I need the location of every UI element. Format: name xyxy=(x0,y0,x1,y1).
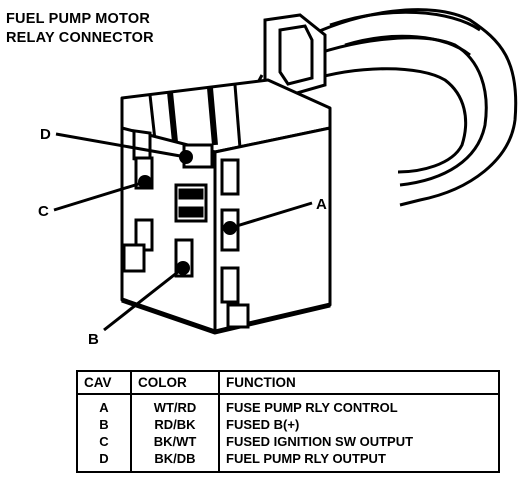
header-function: FUNCTION xyxy=(219,371,499,395)
table-row: D BK/DB FUEL PUMP RLY OUTPUT xyxy=(77,450,499,472)
connector-illustration: D C A B xyxy=(38,8,518,348)
cell-cav: B xyxy=(77,416,132,433)
table-row: A WT/RD FUSE PUMP RLY CONTROL xyxy=(77,394,499,416)
callout-label-b: B xyxy=(88,331,99,348)
cell-cav: C xyxy=(77,433,132,450)
callout-label-d: D xyxy=(40,126,51,143)
cell-color: BK/WT xyxy=(131,433,220,450)
locking-tab xyxy=(253,13,327,97)
cell-function: FUSED B(+) xyxy=(226,417,300,432)
cell-function: FUEL PUMP RLY OUTPUT xyxy=(226,451,386,466)
callout-leaders xyxy=(53,132,313,332)
callout-label-a: A xyxy=(316,196,327,213)
diagram-title: FUEL PUMP MOTOR RELAY CONNECTOR xyxy=(6,10,154,48)
leader-d xyxy=(55,132,187,159)
leader-b xyxy=(103,266,184,332)
table-row: C BK/WT FUSED IGNITION SW OUTPUT xyxy=(77,433,499,450)
cell-color: RD/BK xyxy=(131,416,220,433)
leader-c xyxy=(53,180,146,212)
header-cav: CAV xyxy=(77,371,132,395)
cell-cav: A xyxy=(77,394,132,416)
table-row: B RD/BK FUSED B(+) xyxy=(77,416,499,433)
cavity-table: CAV COLOR FUNCTION A WT/RD FUSE PUMP RLY… xyxy=(76,370,500,473)
cell-color: BK/DB xyxy=(131,450,220,472)
cell-color: WT/RD xyxy=(131,394,220,416)
table-header-row: CAV COLOR FUNCTION xyxy=(77,371,499,395)
title-line-1: FUEL PUMP MOTOR xyxy=(6,11,150,27)
header-color: COLOR xyxy=(131,371,220,395)
cell-cav: D xyxy=(77,450,132,472)
front-cavities xyxy=(122,129,214,278)
leader-a xyxy=(229,201,313,230)
cell-function: FUSE PUMP RLY CONTROL xyxy=(226,400,398,415)
wire-bundle xyxy=(299,8,518,207)
callout-label-c: C xyxy=(38,203,49,220)
connector-housing xyxy=(120,78,332,335)
side-cavities xyxy=(220,158,250,329)
title-line-2: RELAY CONNECTOR xyxy=(6,30,154,46)
cell-function: FUSED IGNITION SW OUTPUT xyxy=(226,434,414,449)
